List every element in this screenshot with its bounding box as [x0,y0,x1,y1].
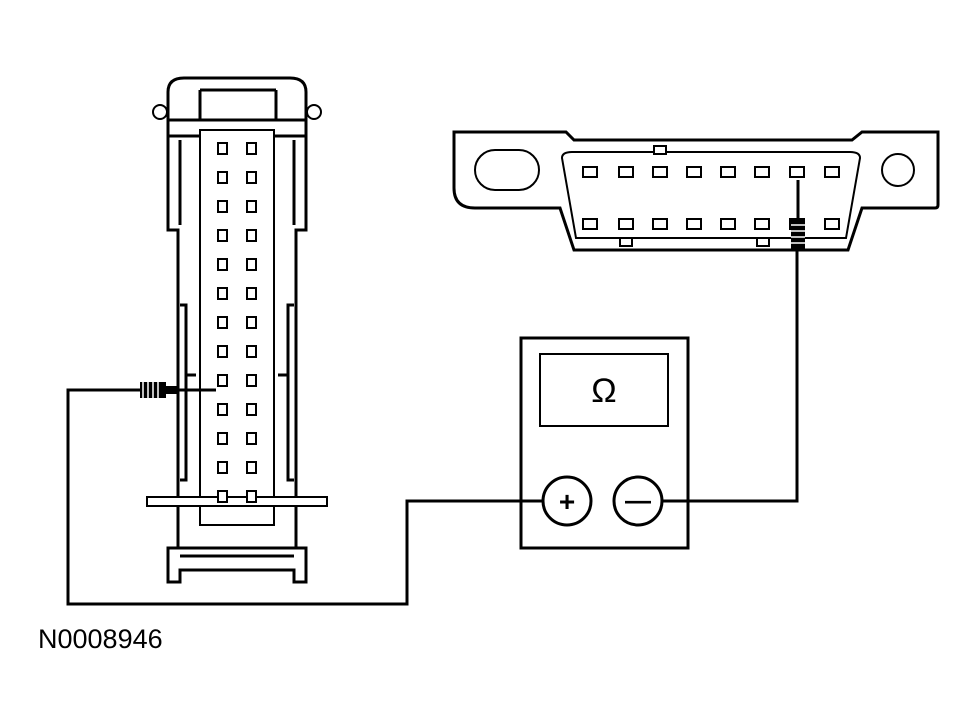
pin-cavity [246,287,257,300]
dlc-pin-cavity [618,166,634,178]
figure-reference-number: N0008946 [38,624,163,654]
dlc-pin-cavity [720,218,736,230]
pin-cavity [217,403,228,416]
pin-cavity [217,374,228,387]
pin-cavity [246,316,257,329]
pin-cavity [217,316,228,329]
pin-cavity [246,229,257,242]
pin-cavity [217,432,228,445]
ohmmeter: Ω + — [519,336,690,550]
dlc-pin-cavity [720,166,736,178]
pin-cavity [217,229,228,242]
module-connector [146,76,328,584]
dlc-pin-cavity [652,166,668,178]
dlc-pin-cavity [824,166,840,178]
pin-cavity [246,258,257,271]
ohm-symbol: Ω [591,372,616,410]
dlc-pin-cavity [686,218,702,230]
pin-cavity [217,287,228,300]
negative-terminal-label: — [625,485,651,515]
pin-cavity [246,374,257,387]
pin-cavity [246,490,257,503]
dlc-pin-cavity [754,166,770,178]
dlc-pin-cavity [789,166,805,178]
pin-cavity [217,490,228,503]
dlc-pin-cavity [686,166,702,178]
dlc-pin-cavity [754,218,770,230]
connector-pins [217,142,257,503]
pin-cavity [246,403,257,416]
pin-cavity [217,345,228,358]
meter-display [539,353,669,427]
pin-cavity [246,200,257,213]
pin-cavity [217,461,228,474]
pin-cavity [246,171,257,184]
pin-cavity [246,461,257,474]
dlc-pin-cavity [652,218,668,230]
dlc-probe [791,180,805,250]
dlc-pin-cavity [618,218,634,230]
test-leads [66,180,805,606]
positive-terminal-label: + [559,486,575,517]
pin-cavity [217,142,228,155]
negative-lead [662,245,799,503]
dlc-pin-cavity [582,218,598,230]
dlc-pin-cavity [824,218,840,230]
dlc-pin-cavity [582,166,598,178]
pin-cavity [246,432,257,445]
pin-cavity [246,345,257,358]
positive-lead [66,388,543,606]
module-probe [140,382,216,398]
pin-cavity [246,142,257,155]
pin-cavity [217,171,228,184]
pin-cavity [217,200,228,213]
data-link-connector [452,130,940,252]
pin-cavity [217,258,228,271]
